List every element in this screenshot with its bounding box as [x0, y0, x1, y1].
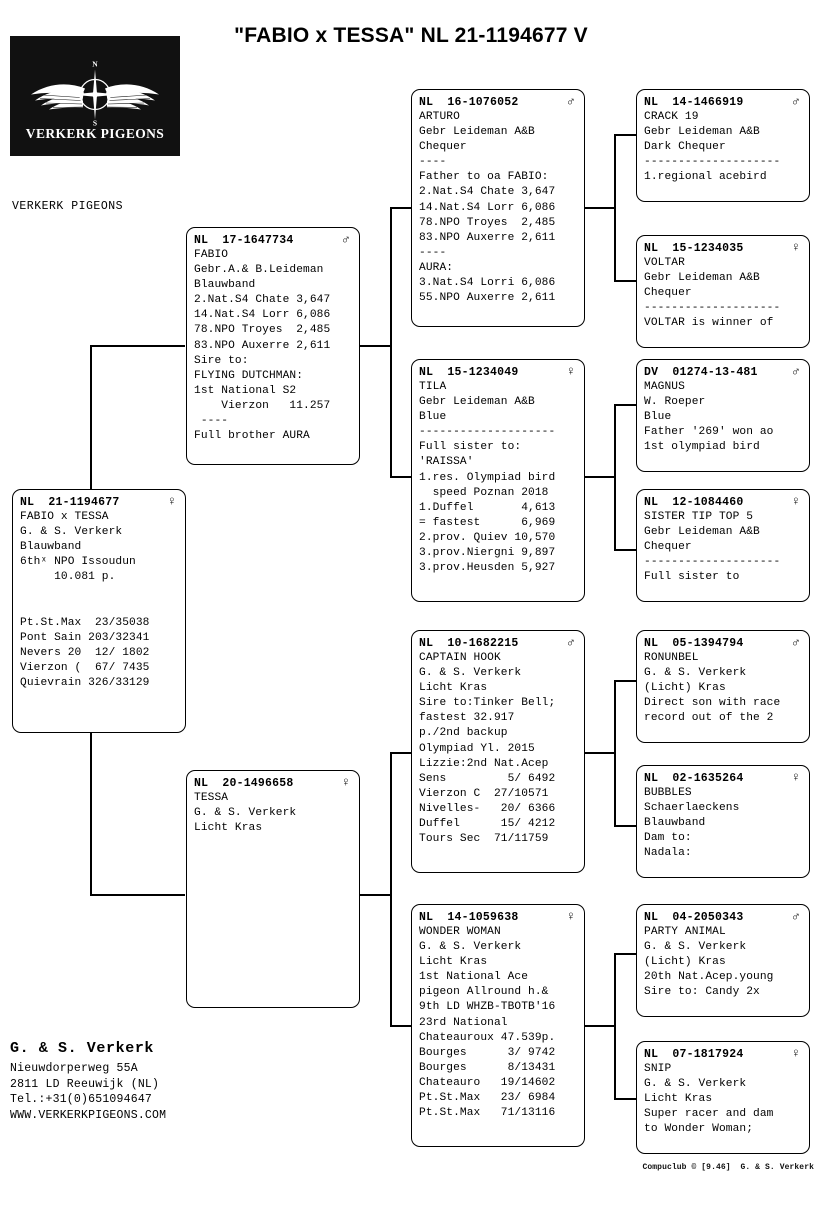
- card-header: NL 04-2050343 ♂: [644, 910, 802, 925]
- card-body: MAGNUS W. Roeper Blue Father '269' won a…: [644, 381, 774, 454]
- logo-brand-text: VERKERK PIGEONS: [25, 126, 165, 141]
- pedigree-card-gen3-7[interactable]: NL 04-2050343 ♂ PARTY ANIMAL G. & S. Ver…: [636, 904, 810, 1017]
- card-header: NL 14-1466919 ♂: [644, 95, 802, 110]
- card-header: NL 20-1496658 ♀: [194, 776, 352, 791]
- card-body: FABIO x TESSA G. & S. Verkerk Blauwband …: [20, 511, 150, 690]
- card-body: WONDER WOMAN G. & S. Verkerk Licht Kras …: [419, 926, 556, 1120]
- winged-compass-icon: N S: [31, 60, 159, 128]
- pedigree-card-gen3-3[interactable]: DV 01274-13-481 ♂ MAGNUS W. Roeper Blue …: [636, 359, 810, 472]
- card-body: ARTURO Gebr Leideman A&B Chequer ---- Fa…: [419, 111, 556, 305]
- owner-label: VERKERK PIGEONS: [12, 200, 124, 213]
- ring-number: NL 21-1194677: [20, 496, 120, 509]
- verkerk-pigeons-logo: N S VERKERK PIGEONS: [10, 36, 180, 156]
- footer-website[interactable]: WWW.VERKERKPIGEONS.COM: [10, 1108, 167, 1122]
- ring-number: NL 15-1234035: [644, 242, 744, 255]
- pedigree-card-gen3-4[interactable]: NL 12-1084460 ♀ SISTER TIP TOP 5 Gebr Le…: [636, 489, 810, 602]
- footer-contact-block: G. & S. Verkerk Nieuwdorperweg 55A 2811 …: [10, 1040, 270, 1123]
- pedigree-card-gen3-5[interactable]: NL 05-1394794 ♂ RONUNBEL G. & S. Verkerk…: [636, 630, 810, 743]
- card-header: NL 05-1394794 ♂: [644, 636, 802, 651]
- ring-number: NL 05-1394794: [644, 637, 744, 650]
- card-header: NL 10-1682215 ♂: [419, 636, 577, 651]
- pedigree-card-gen3-1[interactable]: NL 14-1466919 ♂ CRACK 19 Gebr Leideman A…: [636, 89, 810, 202]
- card-body: SNIP G. & S. Verkerk Licht Kras Super ra…: [644, 1063, 774, 1136]
- ring-number: NL 14-1466919: [644, 96, 744, 109]
- card-body: PARTY ANIMAL G. & S. Verkerk (Licht) Kra…: [644, 926, 774, 999]
- sex-symbol: ♀: [791, 1046, 800, 1061]
- card-header: NL 21-1194677 ♀: [20, 495, 178, 510]
- footer-phone: Tel.:+31(0)651094647: [10, 1093, 153, 1106]
- sex-symbol: ♂: [791, 94, 800, 109]
- card-header: NL 15-1234035 ♀: [644, 241, 802, 256]
- sex-symbol: ♀: [791, 494, 800, 509]
- sex-symbol: ♂: [566, 635, 575, 650]
- card-body: FABIO Gebr.A.& B.Leideman Blauwband 2.Na…: [194, 249, 331, 443]
- card-body: SISTER TIP TOP 5 Gebr Leideman A&B Chequ…: [644, 511, 781, 584]
- card-body: RONUNBEL G. & S. Verkerk (Licht) Kras Di…: [644, 652, 781, 725]
- sex-symbol: ♀: [341, 775, 350, 790]
- ring-number: NL 16-1076052: [419, 96, 519, 109]
- pedigree-card-gen2-4[interactable]: NL 14-1059638 ♀ WONDER WOMAN G. & S. Ver…: [411, 904, 585, 1147]
- pedigree-card-gen1-sire[interactable]: NL 17-1647734 ♂ FABIO Gebr.A.& B.Leidema…: [186, 227, 360, 465]
- sex-symbol: ♀: [791, 770, 800, 785]
- page-title: "FABIO x TESSA" NL 21-1194677 V: [234, 24, 588, 47]
- footer-owner-name: G. & S. Verkerk: [10, 1040, 155, 1057]
- pedigree-card-gen3-8[interactable]: NL 07-1817924 ♀ SNIP G. & S. Verkerk Lic…: [636, 1041, 810, 1154]
- ring-number: NL 14-1059638: [419, 911, 519, 924]
- svg-text:S: S: [93, 119, 97, 128]
- sex-symbol: ♂: [791, 364, 800, 379]
- sex-symbol: ♀: [566, 909, 575, 924]
- ring-number: NL 20-1496658: [194, 777, 294, 790]
- card-header: NL 17-1647734 ♂: [194, 233, 352, 248]
- ring-number: NL 12-1084460: [644, 496, 744, 509]
- pedigree-card-gen1-dam[interactable]: NL 20-1496658 ♀ TESSA G. & S. Verkerk Li…: [186, 770, 360, 1008]
- card-body: CRACK 19 Gebr Leideman A&B Dark Chequer …: [644, 111, 781, 184]
- card-header: NL 16-1076052 ♂: [419, 95, 577, 110]
- pedigree-card-gen3-2[interactable]: NL 15-1234035 ♀ VOLTAR Gebr Leideman A&B…: [636, 235, 810, 348]
- card-header: NL 14-1059638 ♀: [419, 910, 577, 925]
- sex-symbol: ♂: [341, 232, 350, 247]
- sex-symbol: ♂: [791, 635, 800, 650]
- pedigree-card-gen2-1[interactable]: NL 16-1076052 ♂ ARTURO Gebr Leideman A&B…: [411, 89, 585, 327]
- pedigree-card-subject[interactable]: NL 21-1194677 ♀ FABIO x TESSA G. & S. Ve…: [12, 489, 186, 733]
- ring-number: NL 10-1682215: [419, 637, 519, 650]
- card-body: TILA Gebr Leideman A&B Blue ------------…: [419, 381, 556, 575]
- ring-number: DV 01274-13-481: [644, 366, 758, 379]
- card-header: NL 02-1635264 ♀: [644, 771, 802, 786]
- sex-symbol: ♂: [791, 909, 800, 924]
- card-header: NL 12-1084460 ♀: [644, 495, 802, 510]
- sex-symbol: ♀: [167, 494, 176, 509]
- sex-symbol: ♀: [791, 240, 800, 255]
- footer-address-line1: Nieuwdorperweg 55A: [10, 1062, 138, 1075]
- card-body: BUBBLES Schaerlaeckens Blauwband Dam to:…: [644, 787, 740, 860]
- card-body: VOLTAR Gebr Leideman A&B Chequer -------…: [644, 257, 781, 330]
- pedigree-card-gen2-3[interactable]: NL 10-1682215 ♂ CAPTAIN HOOK G. & S. Ver…: [411, 630, 585, 873]
- sex-symbol: ♂: [566, 94, 575, 109]
- card-header: NL 07-1817924 ♀: [644, 1047, 802, 1062]
- card-body: CAPTAIN HOOK G. & S. Verkerk Licht Kras …: [419, 652, 556, 846]
- ring-number: NL 02-1635264: [644, 772, 744, 785]
- pedigree-card-gen2-2[interactable]: NL 15-1234049 ♀ TILA Gebr Leideman A&B B…: [411, 359, 585, 602]
- card-body: TESSA G. & S. Verkerk Licht Kras: [194, 792, 297, 835]
- ring-number: NL 07-1817924: [644, 1048, 744, 1061]
- svg-text:N: N: [92, 60, 98, 69]
- copyright-notice: Compuclub © [9.46] G. & S. Verkerk: [642, 1163, 814, 1172]
- ring-number: NL 04-2050343: [644, 911, 744, 924]
- ring-number: NL 15-1234049: [419, 366, 519, 379]
- card-header: NL 15-1234049 ♀: [419, 365, 577, 380]
- ring-number: NL 17-1647734: [194, 234, 294, 247]
- sex-symbol: ♀: [566, 364, 575, 379]
- footer-address-line2: 2811 LD Reeuwijk (NL): [10, 1077, 160, 1091]
- card-header: DV 01274-13-481 ♂: [644, 365, 802, 380]
- pedigree-card-gen3-6[interactable]: NL 02-1635264 ♀ BUBBLES Schaerlaeckens B…: [636, 765, 810, 878]
